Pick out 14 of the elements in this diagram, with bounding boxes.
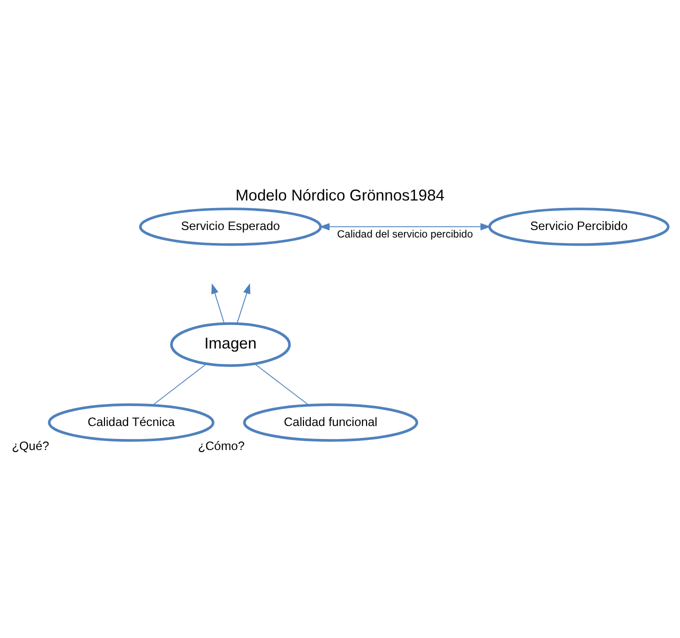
- arrow: [236, 283, 250, 324]
- edge-label: Calidad del servicio percibido: [337, 230, 473, 241]
- node-ellipse: Servicio Esperado: [139, 208, 322, 246]
- node-ellipse: Calidad funcional: [243, 403, 418, 442]
- node-ellipse: Servicio Percibido: [488, 208, 670, 246]
- node-ellipse: Imagen: [170, 322, 291, 367]
- node-ellipse: Calidad Técnica: [48, 403, 214, 442]
- arrow: [319, 223, 491, 230]
- node-label: ¿Cómo?: [198, 439, 245, 454]
- diagram-title: Modelo Nórdico Grönnos1984: [235, 188, 445, 205]
- arrow: [211, 283, 225, 324]
- connector: [152, 363, 207, 406]
- node-label: ¿Qué?: [12, 439, 50, 454]
- connector: [254, 363, 310, 406]
